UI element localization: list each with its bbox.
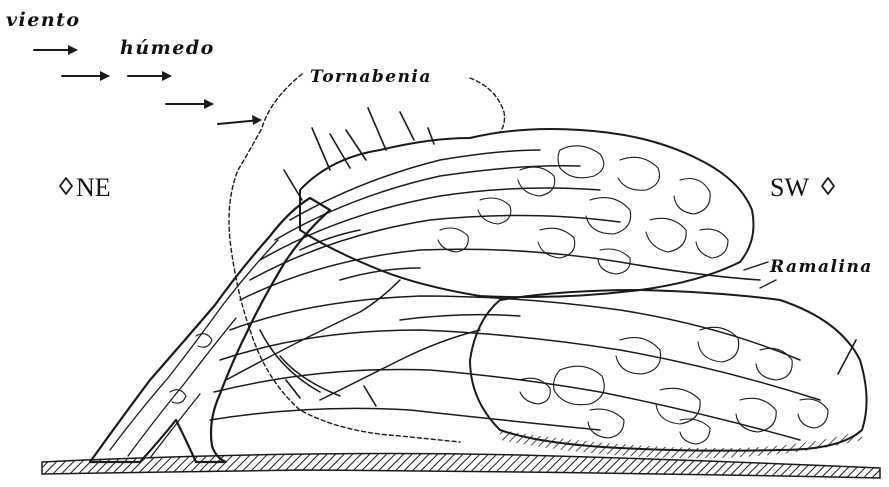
arrow-right-icon [128,71,172,81]
label-tornabenia: Tornabenia [310,67,432,87]
tree-trunk [90,198,330,462]
direction-ne: NE [60,173,111,202]
arrow-right-icon [166,99,214,109]
diamond-outline-icon [822,178,834,194]
ramalina-pointer: Ramalina [744,257,873,288]
arrow-right-icon [218,115,262,125]
arrow-right-icon [62,71,110,81]
svg-text:Ramalina: Ramalina [769,257,873,277]
tree-canopy-lower [470,290,867,458]
diamond-outline-icon [60,178,72,194]
arrow-right-icon [34,45,78,55]
ground [42,454,880,478]
svg-text:NE: NE [76,173,111,202]
wind-label-viento: viento [6,9,81,31]
direction-sw: SW [770,173,834,202]
wind-label-humedo: húmedo [120,37,215,59]
tornabenia-dashed-outline-top [470,78,505,132]
svg-text:SW: SW [770,173,809,202]
